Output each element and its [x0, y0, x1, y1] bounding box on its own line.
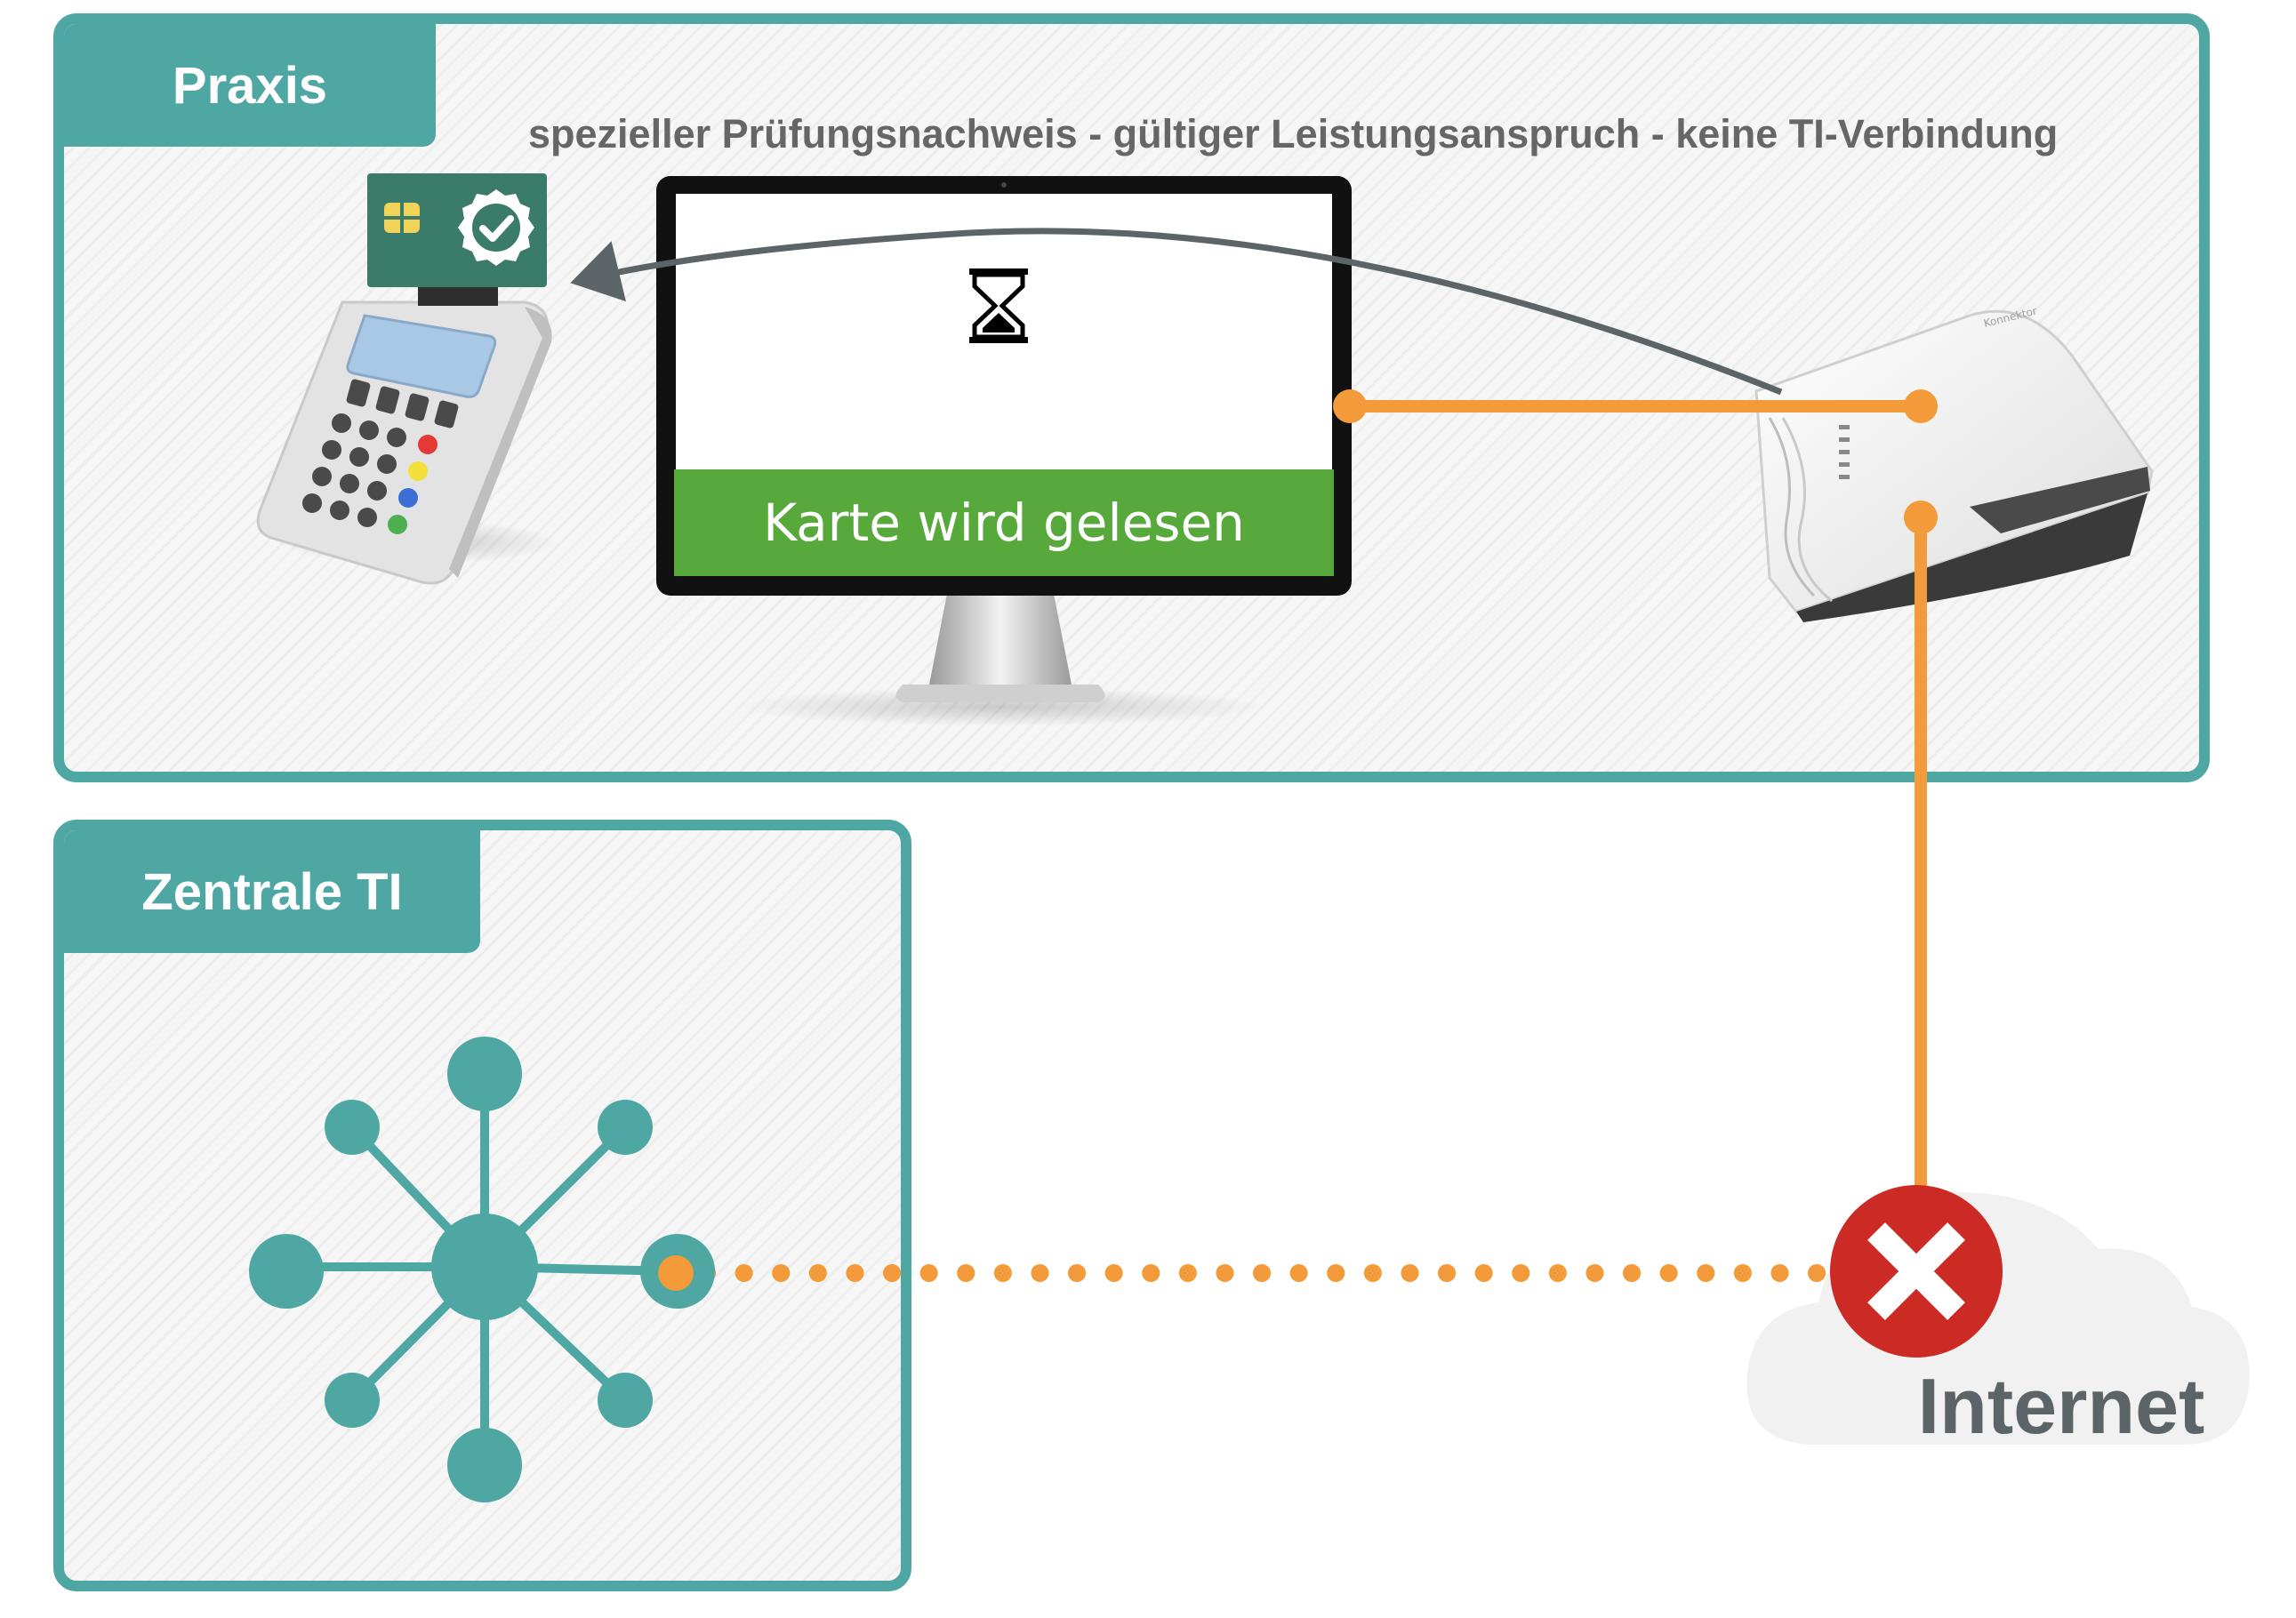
connector-device: Konnektor	[1754, 305, 2154, 622]
status-bar	[674, 469, 1334, 576]
network-hub-icon	[249, 1037, 715, 1502]
connector-wan-dot	[1904, 501, 1938, 534]
card-read-arrow	[570, 228, 1783, 396]
connector-port-dot	[1904, 389, 1938, 423]
praxis-subtitle: spezieller Prüfungsnachweis - gültiger L…	[528, 111, 2059, 156]
card-terminal	[256, 283, 560, 585]
check-badge-icon	[458, 189, 534, 266]
internet-label: Internet	[1918, 1362, 2205, 1450]
internet-cloud: Internet	[1746, 1192, 2250, 1450]
hourglass-icon	[969, 268, 1028, 343]
praxis-tab: Praxis	[64, 24, 436, 147]
monitor-port-dot	[1333, 389, 1367, 423]
monitor: Karte wird gelesen	[656, 176, 1352, 726]
status-label: Karte wird gelesen	[763, 493, 1245, 553]
zentrale-ti-tab: Zentrale TI	[64, 830, 480, 953]
error-x-icon	[1830, 1185, 2003, 1358]
